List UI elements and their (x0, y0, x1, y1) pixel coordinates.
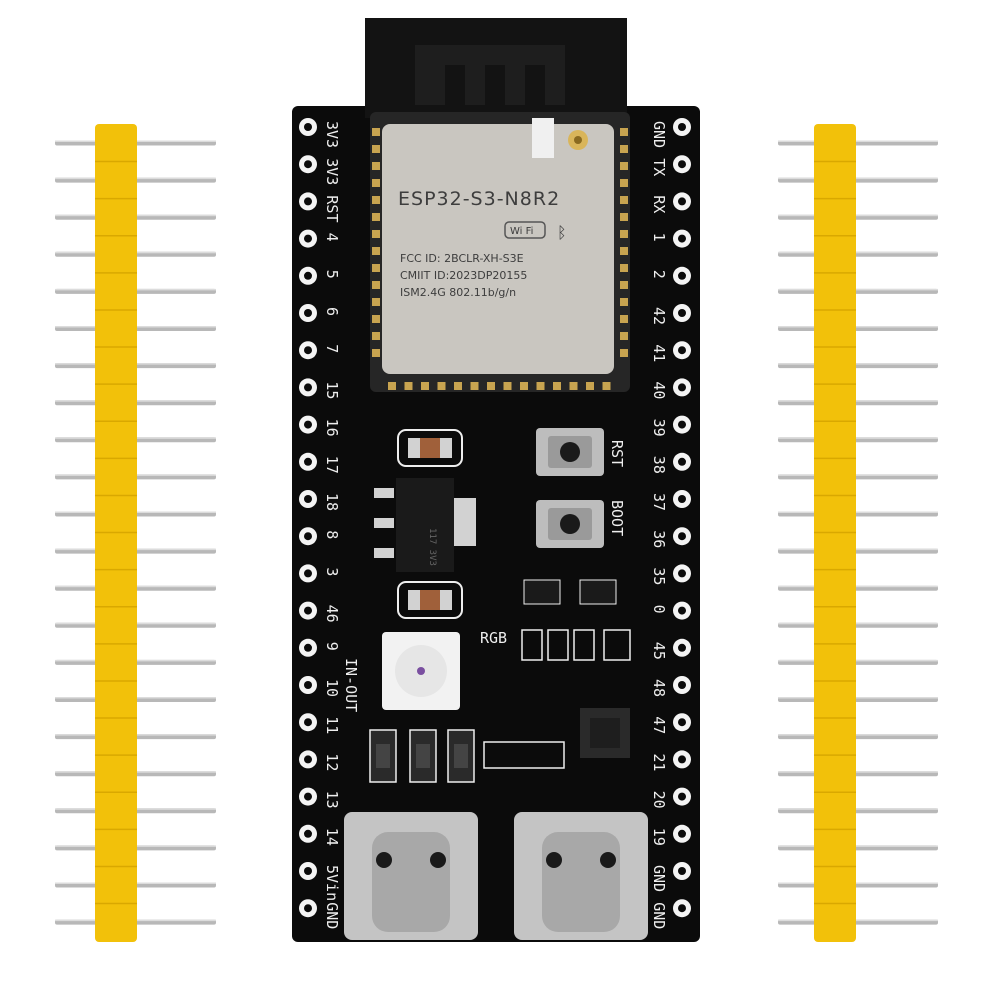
pin-label: 37 (650, 493, 668, 511)
pin-label: 1 (650, 233, 668, 242)
pin-label: 7 (323, 344, 341, 353)
usb-c-connector-left (344, 812, 478, 940)
pin-label: 46 (323, 605, 341, 623)
pin-label: GND (650, 902, 668, 929)
pin-label: 0 (650, 605, 668, 614)
usb-chip (580, 708, 630, 758)
pin-label: GND (323, 902, 341, 929)
module-model: ESP32-S3-N8R2 (398, 188, 560, 210)
transistor (523, 579, 617, 605)
resistor-array (483, 629, 631, 769)
voltage-regulator: 117 3V3 (374, 478, 476, 572)
svg-text:Wi Fi: Wi Fi (510, 226, 533, 237)
module-shield (382, 124, 614, 374)
pin-label: 21 (650, 753, 668, 771)
pin-holes (299, 118, 691, 918)
pin-label: GND (650, 865, 668, 892)
diode (447, 729, 475, 783)
pin-label: 17 (323, 456, 341, 474)
rgb-led (382, 632, 460, 710)
pin-label: 35 (650, 567, 668, 585)
pin-label: 42 (650, 307, 668, 325)
left-pin-header (55, 124, 216, 942)
pin-label: 4 (323, 233, 341, 242)
pin-label: TX (650, 158, 668, 176)
diode (369, 729, 397, 783)
antenna-area (365, 18, 627, 118)
pin-label: RST (323, 195, 341, 222)
pin-label: 36 (650, 530, 668, 548)
pin-label: 11 (323, 716, 341, 734)
pin-label: 12 (323, 753, 341, 771)
rst-button (536, 428, 604, 476)
diode (409, 729, 437, 783)
bluetooth-icon: ᛒ (557, 223, 567, 242)
module-qr-code (532, 118, 554, 158)
module-fcc-line: FCC ID: 2BCLR-XH-S3E (400, 252, 524, 265)
pin-label: 5 (323, 270, 341, 279)
pin-label: 13 (323, 791, 341, 809)
module-cmiit-line: CMIIT ID:2023DP20155 (400, 269, 527, 282)
usb-c-connector-right (514, 812, 648, 940)
pin-label: 3V3 (323, 121, 341, 148)
pin-label: 10 (323, 679, 341, 697)
rst-label: RST (608, 440, 626, 467)
pin-label: 3V3 (323, 158, 341, 185)
pin-label: 9 (323, 642, 341, 651)
pin-label: 39 (650, 419, 668, 437)
pin-label: 48 (650, 679, 668, 697)
module-ism-line: ISM2.4G 802.11b/g/n (400, 286, 516, 299)
pin-label: 2 (650, 270, 668, 279)
capacitor (397, 429, 463, 467)
pin-label: 45 (650, 642, 668, 660)
pin-label: 5Vin (323, 865, 341, 901)
esp32-module: ESP32-S3-N8R2 Wi Fi ᛒ FCC ID: 2BCLR-XH-S… (370, 112, 630, 392)
pin-label: 38 (650, 456, 668, 474)
in-out-label: IN-OUT (342, 658, 360, 712)
pin-label: 3 (323, 567, 341, 576)
pin-label: RX (650, 195, 668, 213)
pin-label: 8 (323, 530, 341, 539)
pin-label: 20 (650, 791, 668, 809)
pin-label: 41 (650, 344, 668, 362)
boot-label: BOOT (608, 500, 626, 536)
pin-label: GND (650, 121, 668, 148)
pin-label: 14 (323, 828, 341, 846)
right-pin-labels: GNDTXRX1242414039383736350454847212019GN… (650, 121, 668, 929)
capacitor (397, 581, 463, 619)
pin-label: 6 (323, 307, 341, 316)
boot-button (536, 500, 604, 548)
pin-label: 16 (323, 419, 341, 437)
pin-label: 19 (650, 828, 668, 846)
right-pin-header (778, 124, 938, 942)
pin-label: 15 (323, 381, 341, 399)
regulator-marking: 117 3V3 (427, 528, 437, 566)
pin-label: 47 (650, 716, 668, 734)
wifi-badge: Wi Fi (504, 221, 546, 239)
pin-label: 40 (650, 381, 668, 399)
rgb-label: RGB (480, 629, 507, 647)
left-pin-labels: 3V33V3RST4567151617188346910111213145Vin… (323, 121, 341, 929)
pin-label: 18 (323, 493, 341, 511)
right-header-pins (778, 140, 938, 925)
